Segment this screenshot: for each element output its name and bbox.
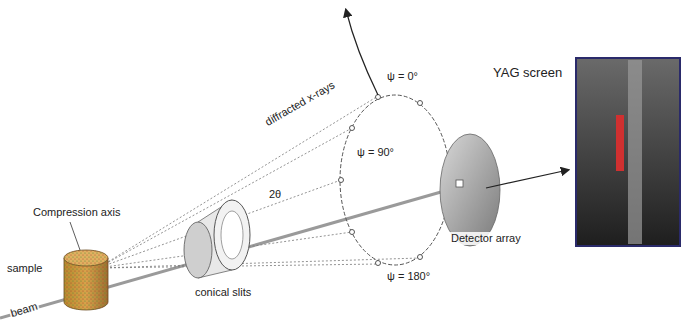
- label-text: ψ = 0°: [386, 70, 419, 83]
- label-text: ψ = 90°: [356, 146, 395, 159]
- label-text: beam: [8, 299, 40, 320]
- label-text: sample: [6, 262, 43, 275]
- label-text: conical slits: [194, 286, 252, 299]
- label-text: Detector array: [450, 232, 522, 245]
- label-text: ψ = 180°: [386, 270, 431, 283]
- label-text: diffracted x-rays: [262, 78, 338, 129]
- label-text: YAG screen: [492, 66, 563, 81]
- label-text: Compression axis: [32, 206, 121, 219]
- label-text: 2θ: [268, 188, 282, 201]
